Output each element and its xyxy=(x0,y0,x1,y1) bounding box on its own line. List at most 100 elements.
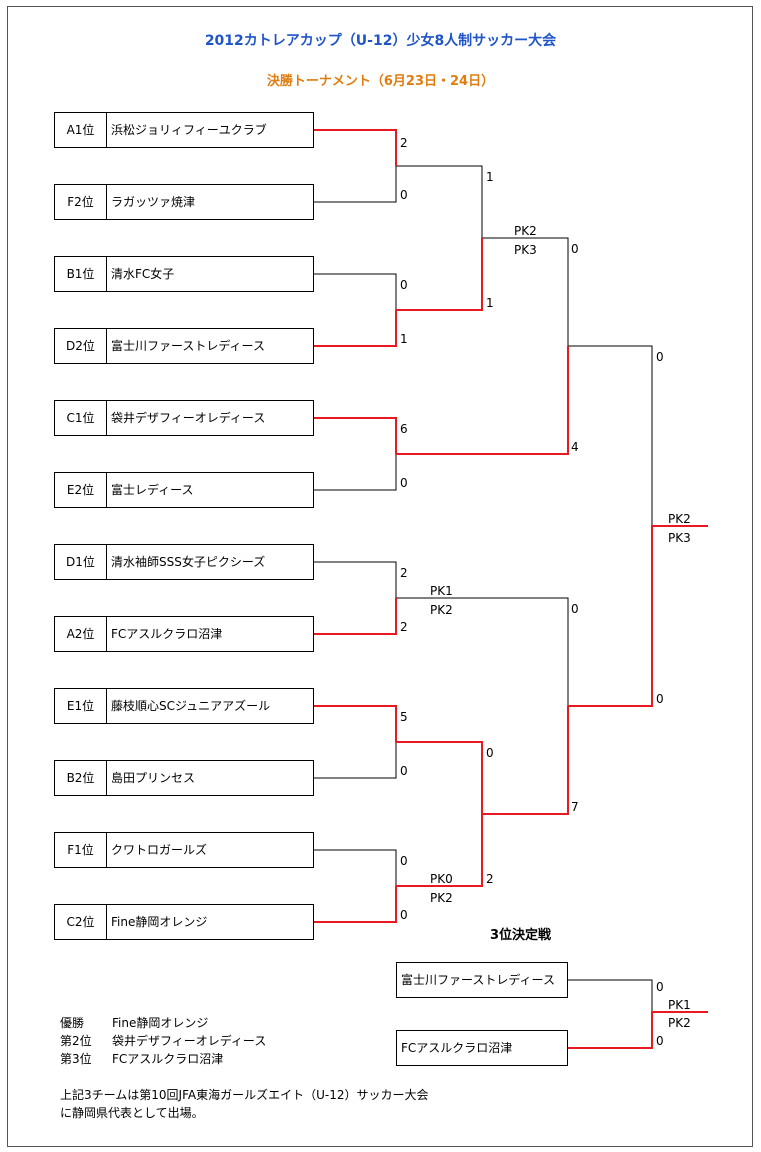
winner-line xyxy=(396,346,569,455)
bracket-line xyxy=(314,273,397,310)
footnote-line: 上記3チームは第10回JFA東海ガールズエイト（U-12）サッカー大会 xyxy=(60,1088,429,1102)
score-final: 0 xyxy=(656,692,664,706)
score-r1: 0 xyxy=(400,908,408,922)
team-box-d1: D1位 清水袖師SSS女子ピクシーズ xyxy=(54,544,314,580)
winner-line xyxy=(314,310,397,347)
bracket-line xyxy=(314,742,397,779)
third-place-title: 3位決定戦 xyxy=(490,928,552,943)
score-sf: 0 xyxy=(571,602,579,616)
pk-label: PK2 xyxy=(514,224,537,238)
score-sf: 0 xyxy=(571,242,579,256)
team-name: 富士川ファーストレディース xyxy=(111,339,265,353)
bracket-line xyxy=(568,979,653,1012)
score-r1: 2 xyxy=(400,136,408,150)
score-r1: 2 xyxy=(400,620,408,634)
score-r2: 1 xyxy=(486,296,494,310)
bracket-line xyxy=(396,597,569,706)
team-seed: E2位 xyxy=(55,473,107,507)
team-name: ラガッツァ焼津 xyxy=(111,195,196,209)
score-sf: 4 xyxy=(571,440,579,454)
team-name: FCアスルクラロ沼津 xyxy=(111,627,223,641)
team-seed: A2位 xyxy=(55,617,107,651)
footnote: 上記3チームは第10回JFA東海ガールズエイト（U-12）サッカー大会 に静岡県… xyxy=(60,1086,428,1122)
score-r1: 1 xyxy=(400,332,408,346)
bracket-line xyxy=(314,454,397,491)
team-name: 浜松ジョリィフィーユクラブ xyxy=(111,123,267,137)
score-r2: 1 xyxy=(486,170,494,184)
score-final: 0 xyxy=(656,350,664,364)
tournament-title: 2012カトレアカップ（U-12）少女8人制サッカー大会 xyxy=(204,33,557,49)
pk-label: PK2 xyxy=(668,512,691,526)
third-place-team-box: FCアスルクラロ沼津 xyxy=(396,1030,568,1066)
footnote-line: に静岡県代表として出場。 xyxy=(60,1106,204,1120)
team-name: 島田プリンセス xyxy=(111,771,196,785)
team-name: 富士レディース xyxy=(111,483,194,497)
score-r1: 2 xyxy=(400,566,408,580)
pk-label: PK0 xyxy=(430,872,453,886)
bracket-line xyxy=(314,561,397,598)
winner-line xyxy=(482,706,569,815)
pk-label: PK3 xyxy=(514,243,537,257)
team-name: Fine静岡オレンジ xyxy=(111,915,208,929)
score-r2: 2 xyxy=(486,872,494,886)
score-r1: 0 xyxy=(400,278,408,292)
team-seed: D2位 xyxy=(55,329,107,363)
team-name: 清水FC女子 xyxy=(111,267,175,281)
pk-label: PK3 xyxy=(668,531,691,545)
winner-line xyxy=(314,598,397,635)
standing-team: 袋井デザフィーオレディース xyxy=(112,1034,267,1048)
team-box-e1: E1位 藤枝順心SCジュニアアズール xyxy=(54,688,314,724)
standing-team: Fine静岡オレンジ xyxy=(112,1016,209,1030)
team-box-a2: A2位 FCアスルクラロ沼津 xyxy=(54,616,314,652)
team-seed: F2位 xyxy=(55,185,107,219)
winner-line xyxy=(396,814,483,887)
team-seed: E1位 xyxy=(55,689,107,723)
page-frame xyxy=(7,6,753,1147)
score-r1: 0 xyxy=(400,476,408,490)
score-r2: 0 xyxy=(486,746,494,760)
team-box-f2: F2位 ラガッツァ焼津 xyxy=(54,184,314,220)
third-place-team-box: 富士川ファーストレディース xyxy=(396,962,568,998)
winner-line xyxy=(314,886,397,923)
score-third: 0 xyxy=(656,980,664,994)
pk-label: PK2 xyxy=(430,603,453,617)
team-box-e2: E2位 富士レディース xyxy=(54,472,314,508)
team-box-a1: A1位 浜松ジョリィフィーユクラブ xyxy=(54,112,314,148)
standing-label: 第2位 xyxy=(60,1034,92,1048)
team-name: 袋井デザフィーオレディース xyxy=(111,411,266,425)
standing-team: FCアスルクラロ沼津 xyxy=(112,1052,224,1066)
score-third: 0 xyxy=(656,1034,664,1048)
pk-label: PK1 xyxy=(668,998,691,1012)
score-r1: 0 xyxy=(400,188,408,202)
pk-label: PK1 xyxy=(430,584,453,598)
score-r1: 0 xyxy=(400,854,408,868)
bracket-line xyxy=(396,165,483,238)
winner-line xyxy=(568,1011,708,1049)
team-box-d2: D2位 富士川ファーストレディース xyxy=(54,328,314,364)
team-seed: D1位 xyxy=(55,545,107,579)
bracket-line xyxy=(568,345,653,526)
team-name: 藤枝順心SCジュニアアズール xyxy=(111,699,271,713)
winner-line xyxy=(314,705,397,742)
winner-line xyxy=(396,741,483,814)
standing-row: 第2位 袋井デザフィーオレディース xyxy=(60,1032,266,1050)
pk-label: PK2 xyxy=(430,891,453,905)
team-name: 清水袖師SSS女子ピクシーズ xyxy=(111,555,266,569)
score-r1: 5 xyxy=(400,710,408,724)
score-r1: 6 xyxy=(400,422,408,436)
team-seed: A1位 xyxy=(55,113,107,147)
team-box-b1: B1位 清水FC女子 xyxy=(54,256,314,292)
team-seed: B1位 xyxy=(55,257,107,291)
bracket-line xyxy=(482,237,569,346)
pk-label: PK2 xyxy=(668,1016,691,1030)
score-sf: 7 xyxy=(571,800,579,814)
team-box-b2: B2位 島田プリンセス xyxy=(54,760,314,796)
winner-line xyxy=(396,238,483,311)
team-seed: C1位 xyxy=(55,401,107,435)
team-seed: C2位 xyxy=(55,905,107,939)
winner-line xyxy=(568,525,708,707)
